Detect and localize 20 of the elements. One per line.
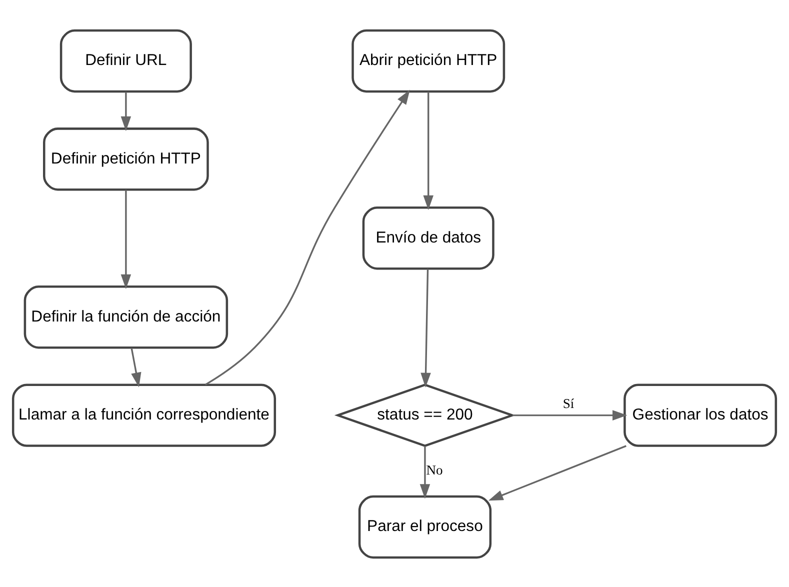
arrow <box>130 347 142 387</box>
arrow <box>488 444 626 500</box>
node-box: Envío de datos <box>362 206 494 270</box>
arrow <box>512 410 628 420</box>
arrow <box>420 268 431 387</box>
node-box: Definir petición HTTP <box>43 127 209 190</box>
node-box: Parar el proceso <box>358 494 492 558</box>
arrow <box>120 91 132 131</box>
arrow <box>420 446 430 498</box>
node-box: Definir la función de acción <box>24 285 228 348</box>
node-diamond: status == 200 <box>334 383 516 446</box>
arrow <box>423 91 434 210</box>
node-box: Llamar a la función correspondiente <box>12 383 276 446</box>
arrow <box>120 189 132 289</box>
edge-label: No <box>426 462 443 478</box>
node-box: Abrir petición HTTP <box>352 28 506 92</box>
arrow <box>204 89 410 385</box>
node-box: Gestionar los datos <box>624 383 778 446</box>
edge-label: Sí <box>562 396 574 411</box>
node-box: Definir URL <box>60 28 192 92</box>
